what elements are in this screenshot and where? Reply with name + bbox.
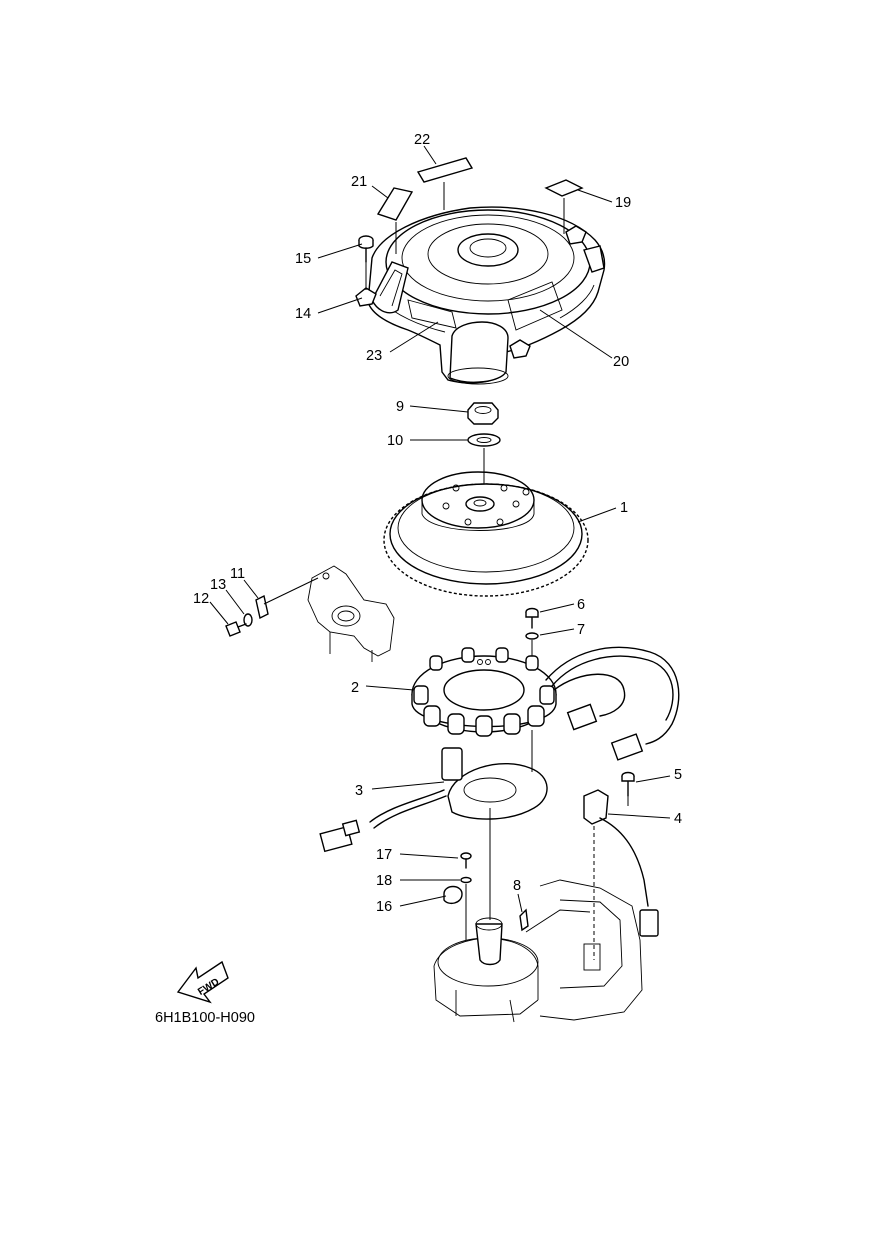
callout-3: 3: [355, 783, 363, 799]
callout-9: 9: [396, 399, 404, 415]
callout-5: 5: [674, 767, 682, 783]
screw-17: [460, 852, 472, 869]
flywheel-cover: [355, 206, 606, 385]
callout-16: 16: [376, 899, 392, 915]
screw-5: [621, 771, 635, 806]
callout-11: 11: [230, 566, 245, 582]
callout-7: 7: [577, 622, 585, 638]
flywheel: [383, 471, 589, 597]
coil-4: [583, 789, 659, 960]
nut-9: [467, 402, 499, 425]
callout-23: 23: [366, 348, 382, 364]
clamp-16: [443, 884, 467, 940]
callout-8: 8: [513, 878, 521, 894]
pulser-base: [441, 730, 548, 820]
washer-13: [243, 613, 253, 627]
callout-labels: 22 21 19 15 14 23 20 9 10 1 11 13 12 6 7…: [193, 132, 682, 915]
callout-17: 17: [376, 847, 392, 863]
callout-20: 20: [613, 354, 629, 370]
decal-21: [376, 187, 414, 221]
bolt-15: [358, 235, 374, 290]
callout-19: 19: [615, 195, 631, 211]
washer-10: [467, 433, 501, 447]
callout-2: 2: [351, 680, 359, 696]
fwd-arrow-icon: FWD: [176, 960, 229, 1004]
callout-4: 4: [674, 811, 682, 827]
stator-harness: [545, 646, 680, 761]
callout-10: 10: [387, 433, 403, 449]
pulser-harness: [319, 789, 447, 853]
callout-6: 6: [577, 597, 585, 613]
callout-21: 21: [351, 174, 367, 190]
callout-14: 14: [295, 306, 311, 322]
bracket: [307, 565, 395, 662]
callout-18: 18: [376, 873, 392, 889]
screw-6: [525, 607, 539, 629]
stator: [411, 647, 557, 737]
callout-15: 15: [295, 251, 311, 267]
decal-19: [544, 179, 584, 197]
callout-13: 13: [210, 577, 226, 593]
leader-lines: [209, 145, 671, 913]
callout-12: 12: [193, 591, 209, 607]
callout-22: 22: [414, 132, 430, 148]
woodruff-key-8: [519, 908, 529, 932]
callout-1: 1: [620, 500, 628, 516]
figure-code: 6H1B100-H090: [155, 1010, 255, 1026]
clip-11: [255, 577, 319, 620]
washer-7: [525, 632, 539, 640]
bolt-12: [225, 621, 247, 637]
washer-18: [460, 876, 472, 884]
crankcase: [433, 879, 643, 1023]
decal-22: [416, 157, 474, 183]
